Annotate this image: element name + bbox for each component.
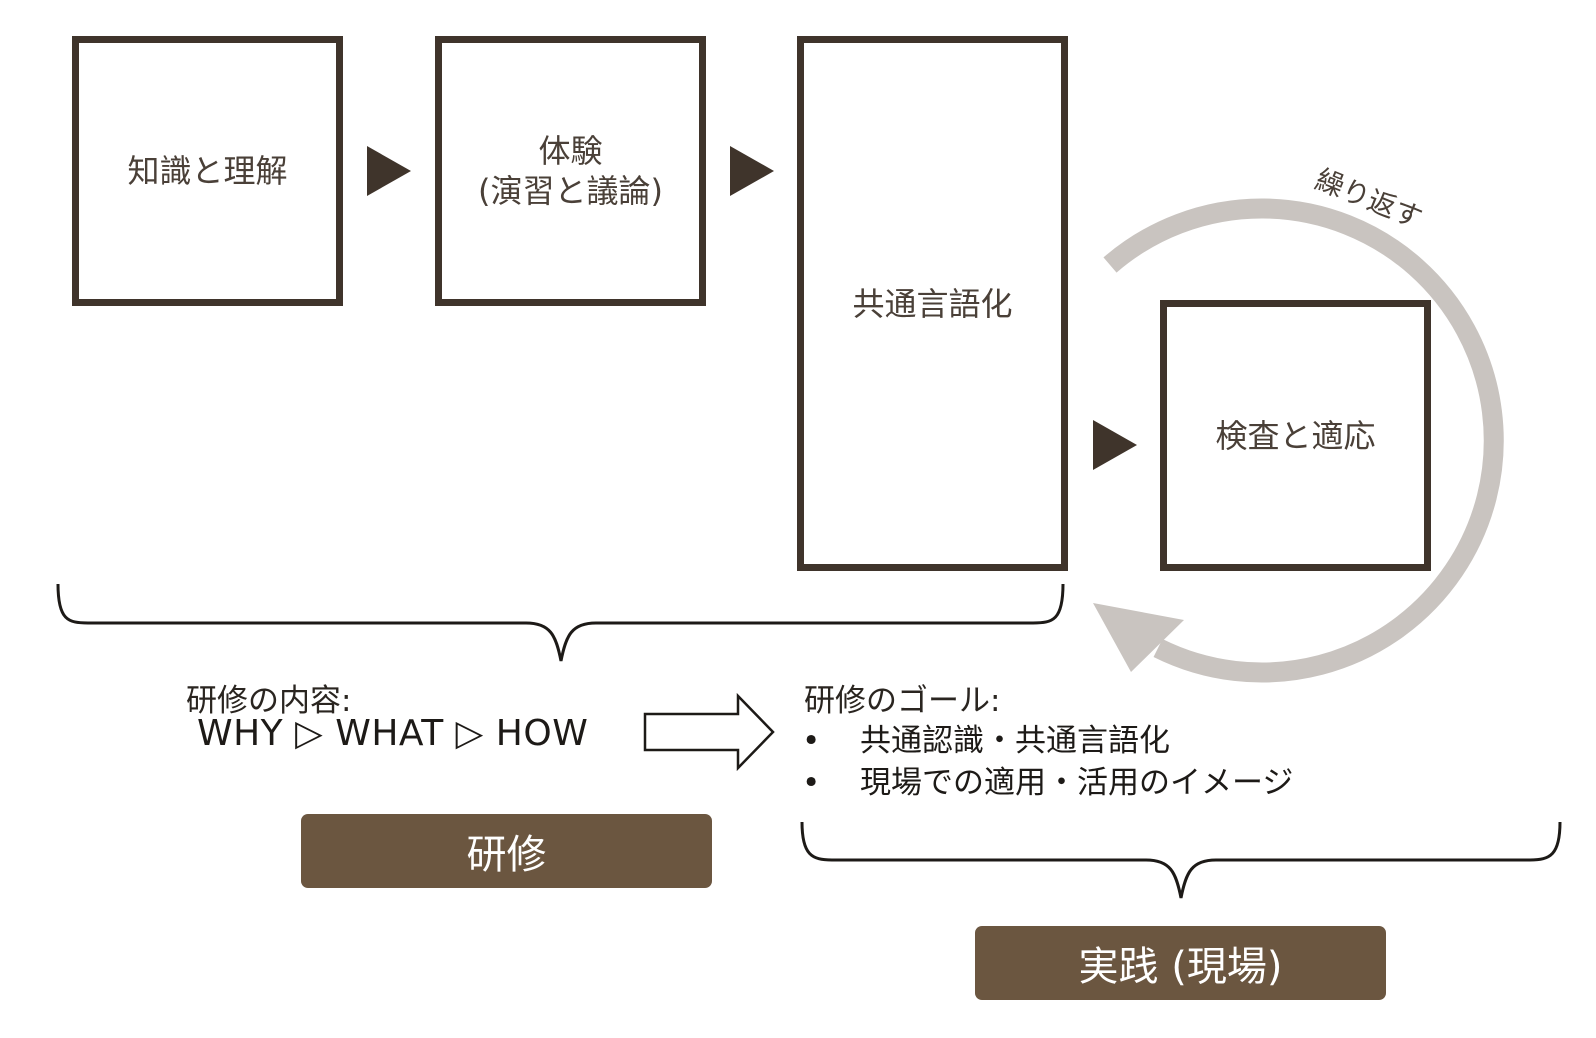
tag-practice: 実践 (現場) [975,926,1386,1000]
box-common-language: 共通言語化 [797,36,1068,571]
box-common-language-label: 共通言語化 [852,284,1013,323]
box-knowledge-label: 知識と理解 [127,152,288,190]
brace-training [56,583,1065,662]
goal-bullet-2: • 現場での適用・活用のイメージ [802,757,1293,802]
box-experience: 体験 (演習と議論) [435,36,706,306]
bullet-mark: • [802,723,821,759]
box-inspect-adapt: 検査と適応 [1160,300,1431,571]
arrow-experience-to-common-language [730,146,774,196]
training-content-heading: 研修の内容: [186,683,352,719]
hollow-arrow-content-to-goal [643,692,775,772]
bullet-mark: • [802,765,821,801]
goal-bullet-1: • 共通認識・共通言語化 [802,715,1170,760]
tag-practice-label: 実践 (現場) [1078,944,1283,990]
brace-practice [800,821,1562,899]
box-inspect-adapt-label: 検査と適応 [1215,416,1376,455]
goal-bullet-2-text: 現場での適用・活用のイメージ [860,765,1294,801]
tag-training: 研修 [301,814,712,888]
arrow-common-language-to-inspect [1093,420,1137,470]
cycle-arrow [1103,198,1504,683]
cycle-arrow-head [1093,603,1184,672]
arrow-knowledge-to-experience [367,146,411,196]
box-experience-label: 体験 (演習と議論) [478,132,663,210]
training-content-flow: WHY ▷ WHAT ▷ HOW [197,713,589,754]
goal-bullet-1-text: 共通認識・共通言語化 [860,723,1170,759]
box-knowledge: 知識と理解 [72,36,343,306]
training-goal-heading: 研修のゴール: [804,683,1001,719]
tag-training-label: 研修 [466,832,547,878]
